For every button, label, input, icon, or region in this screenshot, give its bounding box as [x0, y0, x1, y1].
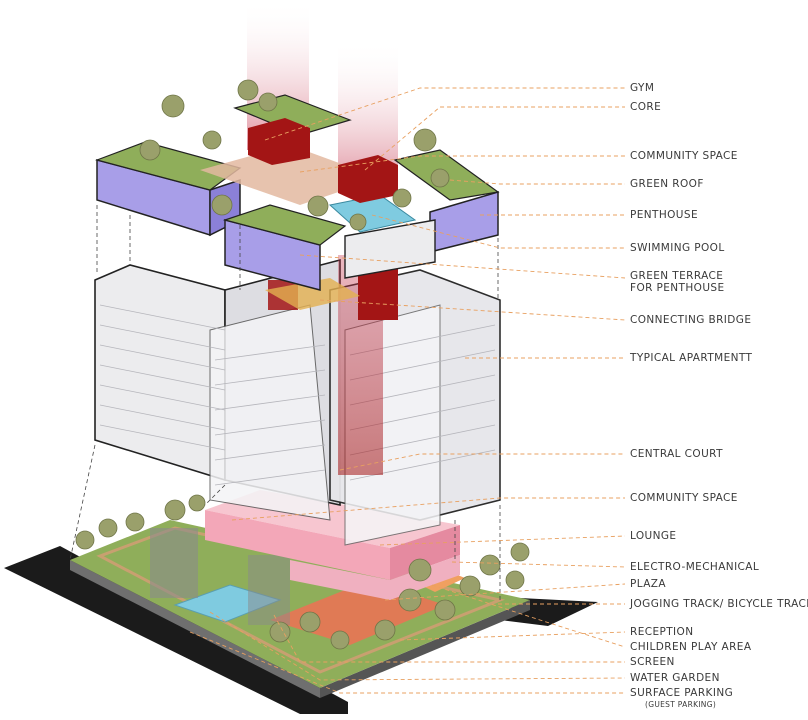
podium-side — [390, 525, 460, 580]
guide-lines — [69, 205, 501, 600]
trees — [75, 79, 530, 650]
label-green-terrace-line2: FOR PENTHOUSE — [630, 282, 725, 294]
label-central-court: CENTRAL COURT — [630, 448, 723, 460]
floor-lines — [99, 304, 496, 486]
label-core: CORE — [630, 101, 662, 113]
label-green-terrace-line1: GREEN TERRACE — [630, 270, 724, 282]
site-plinth-side — [70, 560, 320, 698]
label-typical-apartment: TYPICAL APARTMENTT — [630, 352, 753, 364]
label-guest-parking: (GUEST PARKING) — [645, 700, 717, 709]
label-jogging-track: JOGGING TRACK/ BICYCLE TRACK — [630, 598, 808, 610]
label-penthouse: PENTHOUSE — [630, 209, 698, 221]
penthouse-block — [429, 190, 499, 253]
green-roof — [222, 204, 347, 246]
roof-deck — [200, 145, 380, 205]
label-green-roof: GREEN ROOF — [630, 178, 704, 190]
label-community-space-top: COMMUNITY SPACE — [630, 150, 738, 162]
site-plinth-side — [320, 600, 530, 698]
screen-wall — [150, 528, 198, 598]
label-surface-parking: SURFACE PARKING — [630, 687, 734, 699]
label-gym: GYM — [630, 82, 655, 94]
label-children-play-area: CHILDREN PLAY AREA — [630, 641, 752, 653]
label-connecting-bridge: CONNECTING BRIDGE — [630, 314, 752, 326]
road — [4, 546, 348, 714]
label-community-space-low: COMMUNITY SPACE — [630, 492, 738, 504]
pool-block — [344, 219, 436, 279]
label-reception: RECEPTION — [630, 626, 694, 638]
label-swimming-pool: SWIMMING POOL — [630, 242, 725, 254]
electro-mechanical-block — [290, 555, 460, 600]
label-electro-mechanical: ELECTRO-MECHANICAL — [630, 561, 760, 573]
podium-side — [205, 510, 390, 580]
label-water-garden: WATER GARDEN — [630, 672, 720, 684]
core-top — [338, 155, 398, 203]
screen-wall — [248, 555, 290, 625]
connecting-bridge — [265, 278, 360, 310]
label-lounge: LOUNGE — [630, 530, 677, 542]
label-screen: SCREEN — [630, 656, 675, 668]
leader-lines — [189, 87, 626, 694]
label-plaza: PLAZA — [630, 578, 666, 590]
